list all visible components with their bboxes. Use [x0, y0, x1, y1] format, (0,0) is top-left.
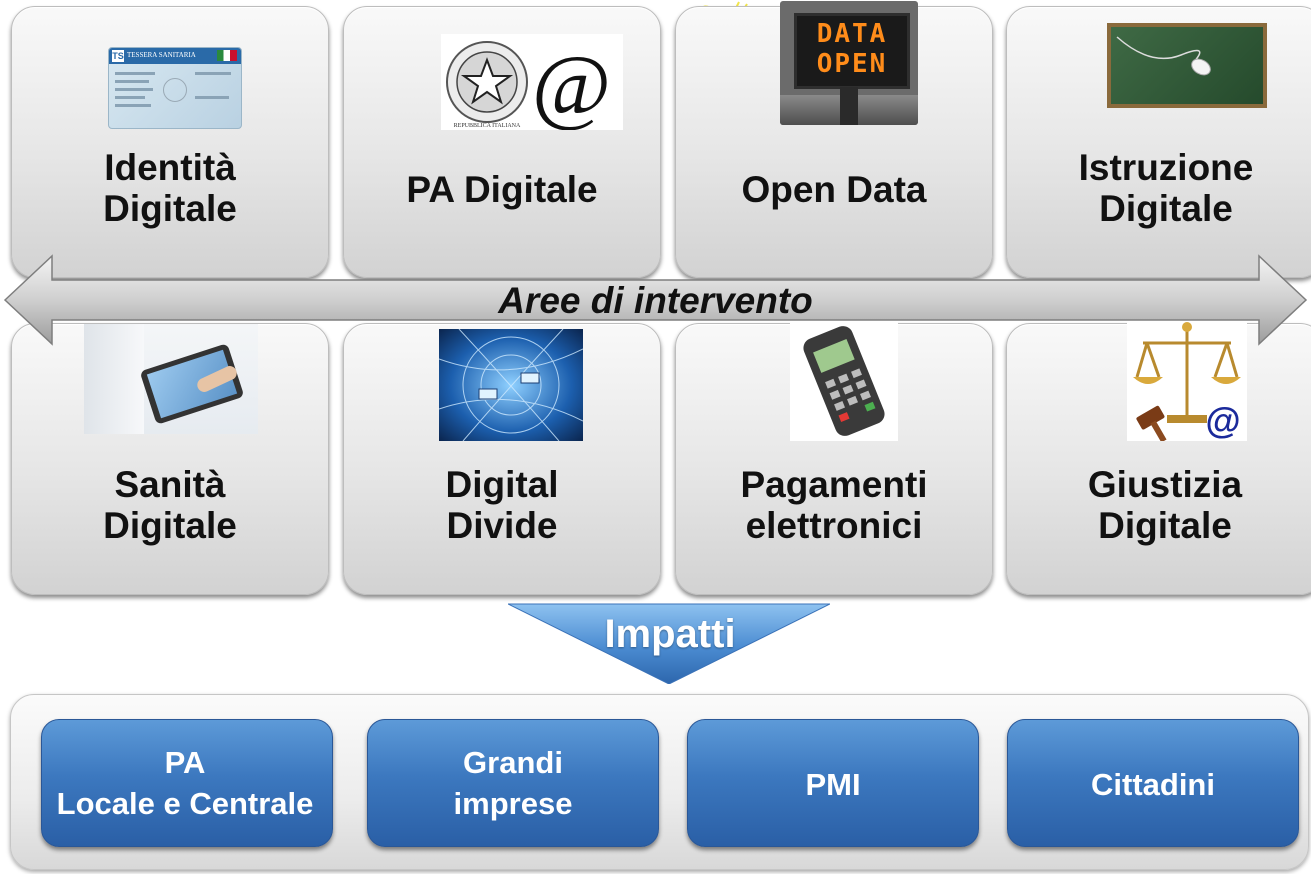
pos-terminal-icon — [790, 321, 898, 441]
area-label: Open Data — [741, 169, 927, 210]
impact-label: Impatti — [604, 612, 736, 656]
area-card-pagamenti-elettronici: Pagamenti elettronici — [675, 321, 993, 595]
area-label: Digital Divide — [445, 464, 559, 546]
arrow-label: Aree di intervento — [498, 280, 813, 321]
impact-down-triangle — [508, 603, 830, 684]
area-label: Istruzione Digitale — [1078, 147, 1254, 229]
data-open-sign-icon: DATA OPEN — [780, 1, 918, 125]
area-card-identita-digitale: TS TESSERA SANITARIA Identità Digitale — [11, 6, 329, 278]
area-card-pa-digitale: REPUBBLICA ITALIANA @ PA Digitale — [343, 6, 661, 278]
area-card-open-data: DATA OPEN Open Data — [675, 1, 993, 278]
republic-emblem-at-icon: REPUBBLICA ITALIANA @ — [441, 34, 623, 130]
impact-label-pa: PA Locale e Centrale — [56, 745, 314, 821]
svg-text:@: @ — [1205, 400, 1240, 441]
area-label: Sanità Digitale — [103, 464, 237, 546]
scales-gavel-at-icon: @ — [1127, 315, 1247, 441]
impact-label-grandi-imprese: Grandi imprese — [453, 745, 573, 821]
impact-label-cittadini: Cittadini — [1091, 767, 1215, 802]
sign-text-line2: OPEN — [816, 49, 888, 79]
double-arrow-banner — [3, 254, 1308, 346]
sign-text-line1: DATA — [816, 19, 888, 49]
impact-label-pmi: PMI — [805, 767, 861, 802]
health-card-title: TESSERA SANITARIA — [127, 51, 196, 59]
area-label: Giustizia Digitale — [1087, 464, 1243, 546]
impact-cittadini — [1007, 719, 1299, 847]
network-cables-icon — [439, 329, 583, 441]
impact-grandi-imprese — [367, 719, 659, 847]
impact-pmi — [687, 719, 979, 847]
area-label: Pagamenti elettronici — [740, 464, 928, 546]
health-card-icon: TS TESSERA SANITARIA — [108, 47, 242, 129]
impact-pa-locale-centrale — [41, 719, 333, 847]
area-card-istruzione-digitale: Istruzione Digitale — [1006, 6, 1311, 278]
tablet-doctor-icon — [84, 324, 258, 434]
area-card-digital-divide: Digital Divide — [343, 323, 661, 595]
area-label: Identità Digitale — [103, 147, 237, 229]
svg-text:@: @ — [531, 37, 610, 130]
area-card-giustizia-digitale: @ Giustizia Digitale — [1006, 315, 1311, 595]
area-card-sanita-digitale: Sanità Digitale — [11, 323, 329, 595]
emblem-text: REPUBBLICA ITALIANA — [454, 123, 521, 129]
area-label: PA Digitale — [406, 169, 598, 210]
chalkboard-mouse-icon — [1107, 23, 1267, 108]
